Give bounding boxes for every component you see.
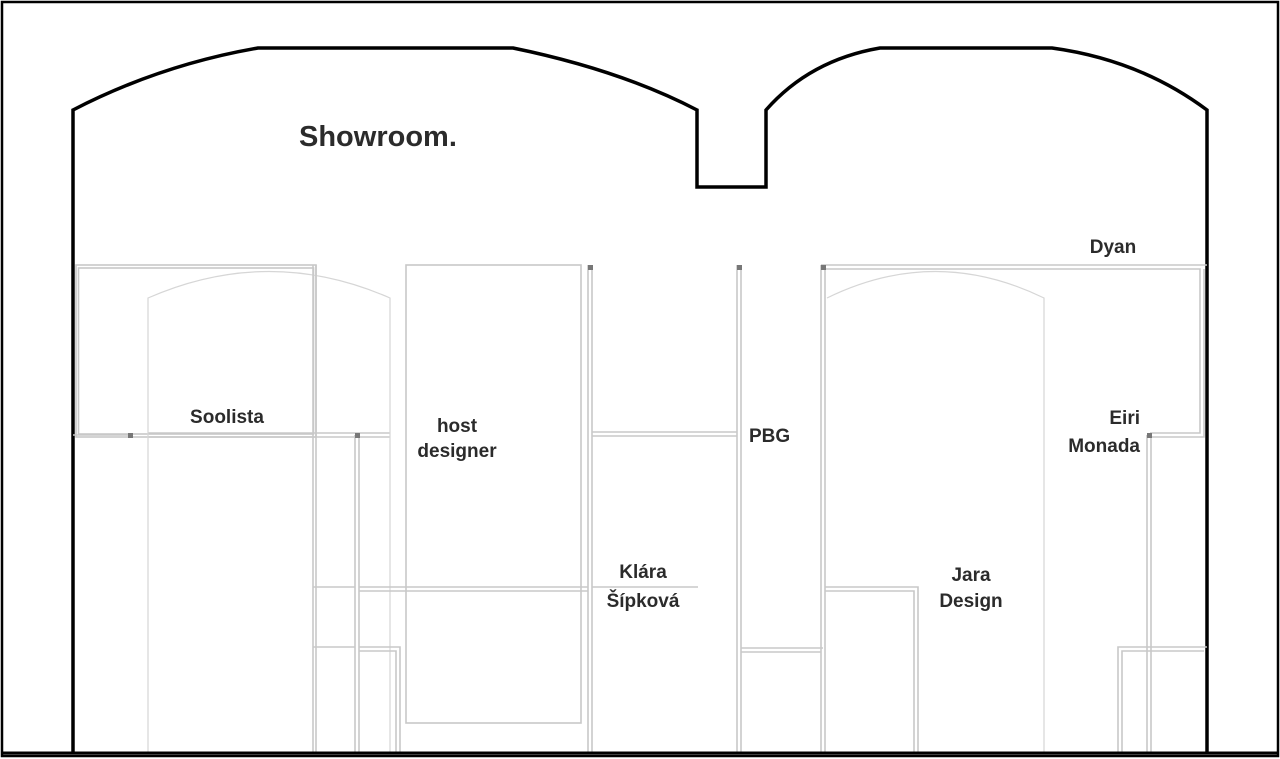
booth-label-pbg[interactable]: PBG: [749, 426, 790, 447]
booth-label-soolista[interactable]: Soolista: [190, 407, 264, 428]
partitions: [73, 264, 1207, 752]
posts: [128, 265, 1152, 438]
booth-label-dyan[interactable]: Dyan: [1090, 237, 1136, 258]
showroom-title: Showroom.: [299, 121, 457, 153]
building-outline: [71, 46, 1209, 752]
